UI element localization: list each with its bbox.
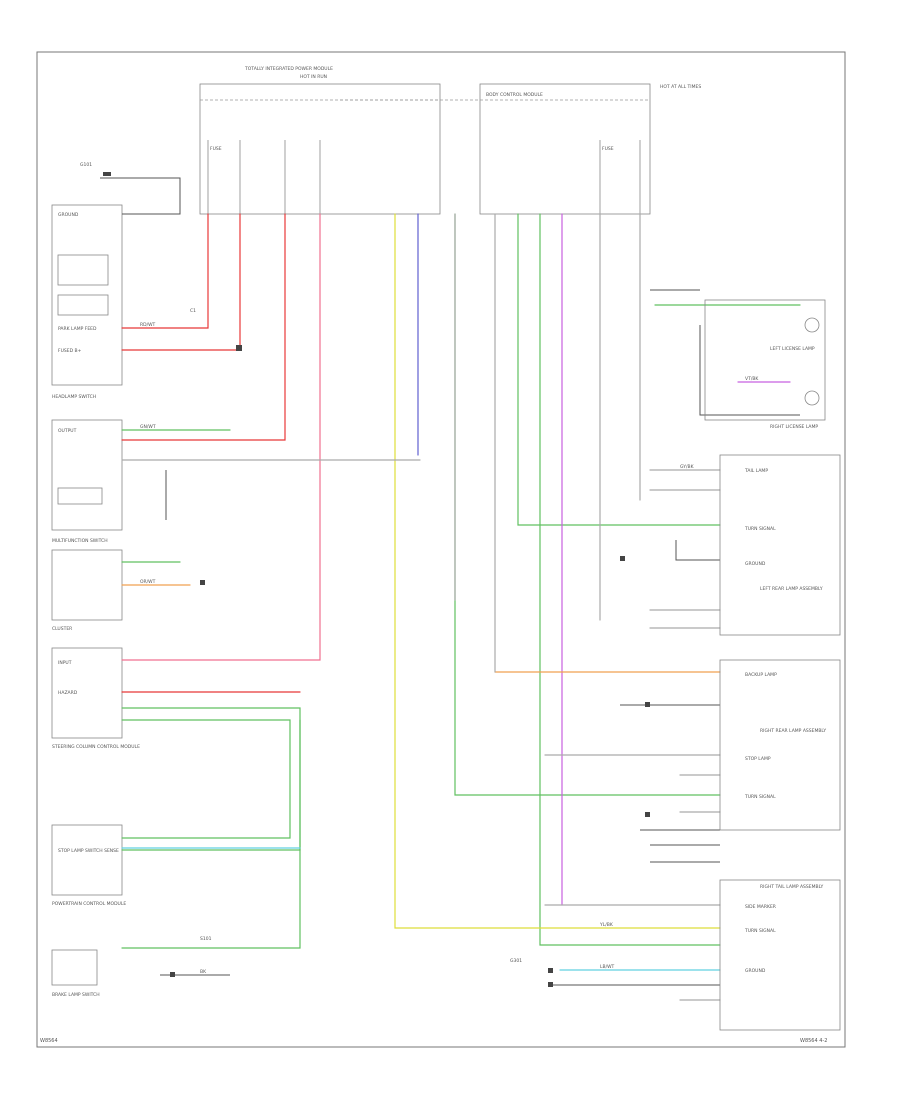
- wire-black-3: [675, 540, 720, 561]
- cluster-label: CLUSTER: [52, 626, 72, 632]
- wire-green-4: [121, 719, 291, 839]
- pin-side-marker: SIDE MARKER: [745, 904, 776, 910]
- wire-green-6: [517, 213, 721, 526]
- left-components: HEADLAMP SWITCH MULTIFUNCTION SWITCH CLU…: [51, 204, 140, 998]
- splice-s101: S101: [200, 936, 212, 942]
- tipm-label: TOTALLY INTEGRATED POWER MODULE: [244, 66, 333, 72]
- cluster-box: [51, 549, 123, 621]
- right-tail-lamp-box: [719, 879, 841, 1031]
- pin-stop-lamp: STOP LAMP: [745, 756, 771, 762]
- wire-yellow-1: [394, 213, 721, 929]
- code-orange: OR/WT: [140, 579, 156, 585]
- multifunction-switch-label: MULTIFUNCTION SWITCH: [52, 538, 108, 544]
- left-pin-labels: GROUND PARK LAMP FEED FUSED B+ OUTPUT IN…: [58, 212, 119, 854]
- pin-ground-3: GROUND: [58, 212, 79, 218]
- brake-lamp-switch-box: [51, 949, 98, 986]
- pin-tail-lamp-1: TAIL LAMP: [744, 468, 768, 474]
- left-rear-lamp-label: LEFT REAR LAMP ASSEMBLY: [760, 586, 823, 592]
- wire-green-8: [539, 213, 721, 946]
- wire-black-8: [699, 325, 800, 416]
- pin-backup-lamp: BACKUP LAMP: [745, 672, 777, 678]
- pin-fused-b: FUSED B+: [58, 348, 82, 354]
- wires: [100, 177, 801, 1001]
- wire-gray-9: [679, 774, 721, 1001]
- hot-run-label: HOT IN RUN: [300, 74, 327, 80]
- fuse-ticks: [207, 140, 641, 214]
- license-lamp-left-bulb: [804, 317, 820, 333]
- pin-ground-1: GROUND: [745, 561, 766, 567]
- license-lamp-left-label: LEFT LICENSE LAMP: [770, 346, 815, 352]
- wire-code-labels: RD/WT GN/WT YL/BK OR/WT LB/WT BK VT/BK G…: [140, 322, 759, 975]
- right-connectors: LEFT LICENSE LAMP RIGHT LICENSE LAMP LEF…: [704, 299, 841, 1031]
- pin-ground-2: GROUND: [745, 968, 766, 974]
- top-module-block: TOTALLY INTEGRATED POWER MODULE HOT IN R…: [199, 66, 701, 215]
- license-lamp-box: [704, 299, 826, 421]
- multifunction-switch-box: [51, 419, 123, 531]
- right-rear-lamp-box: [719, 659, 841, 831]
- ground-g301: G301: [510, 958, 522, 964]
- fuse-label-right: FUSE: [602, 146, 614, 152]
- headlamp-switch-box: [51, 204, 123, 386]
- wire-red-1: [121, 213, 209, 329]
- footer-left-code: W8564: [40, 1038, 58, 1044]
- right-tail-lamp-label: RIGHT TAIL LAMP ASSEMBLY: [760, 884, 823, 890]
- wire-red-3: [121, 213, 286, 441]
- code-cyan: LB/WT: [600, 964, 615, 970]
- footer-right-code: W8564 4-2: [800, 1038, 827, 1044]
- pin-stop-sense: STOP LAMP SWITCH SENSE: [58, 848, 119, 854]
- connector-c1: C1: [190, 308, 196, 314]
- pcm-label: POWERTRAIN CONTROL MODULE: [52, 901, 126, 907]
- brake-lamp-switch-label: BRAKE LAMP SWITCH: [52, 992, 100, 998]
- license-lamp-right-label: RIGHT LICENSE LAMP: [770, 424, 818, 430]
- wire-black-1: [100, 177, 181, 215]
- code-green: GN/WT: [140, 424, 156, 430]
- headlamp-switch-label: HEADLAMP SWITCH: [52, 394, 96, 400]
- code-yellow: YL/BK: [599, 922, 614, 928]
- wire-red-2: [121, 213, 241, 351]
- steering-module-box: [51, 647, 123, 739]
- pin-output: OUTPUT: [58, 428, 77, 434]
- wire-gray-8: [649, 469, 721, 629]
- diagram-frame: [36, 51, 846, 1048]
- hot-all-label: HOT AT ALL TIMES: [660, 84, 701, 90]
- right-rear-lamp-label: RIGHT REAR LAMP ASSEMBLY: [760, 728, 826, 734]
- pin-park-feed: PARK LAMP FEED: [58, 326, 97, 332]
- pin-input: INPUT: [58, 660, 72, 666]
- steering-module-label: STEERING COLUMN CONTROL MODULE: [52, 744, 140, 750]
- pcm-box: [51, 824, 123, 896]
- bcm-label: BODY CONTROL MODULE: [486, 92, 543, 98]
- wire-green-5: [121, 719, 301, 949]
- code-black: BK: [200, 969, 207, 975]
- wire-pink-1: [121, 213, 321, 661]
- license-lamp-right-bulb: [804, 390, 820, 406]
- wire-black-5: [640, 829, 720, 863]
- pin-hazard: HAZARD: [58, 690, 78, 696]
- code-gray: GY/BK: [680, 464, 695, 470]
- fuse-label-left: FUSE: [210, 146, 222, 152]
- pin-turn-signal-2: TURN SIGNAL: [744, 794, 776, 800]
- ground-symbols: G101 G301 S101 C1: [80, 162, 650, 987]
- ground-g101: G101: [80, 162, 92, 168]
- pin-turn-signal-3: TURN SIGNAL: [744, 928, 776, 934]
- pin-turn-signal-1: TURN SIGNAL: [744, 526, 776, 532]
- wire-green-3: [121, 707, 301, 851]
- left-rear-lamp-box: [719, 454, 841, 636]
- code-red: RD/WT: [140, 322, 156, 328]
- code-purple: VT/BK: [745, 376, 759, 382]
